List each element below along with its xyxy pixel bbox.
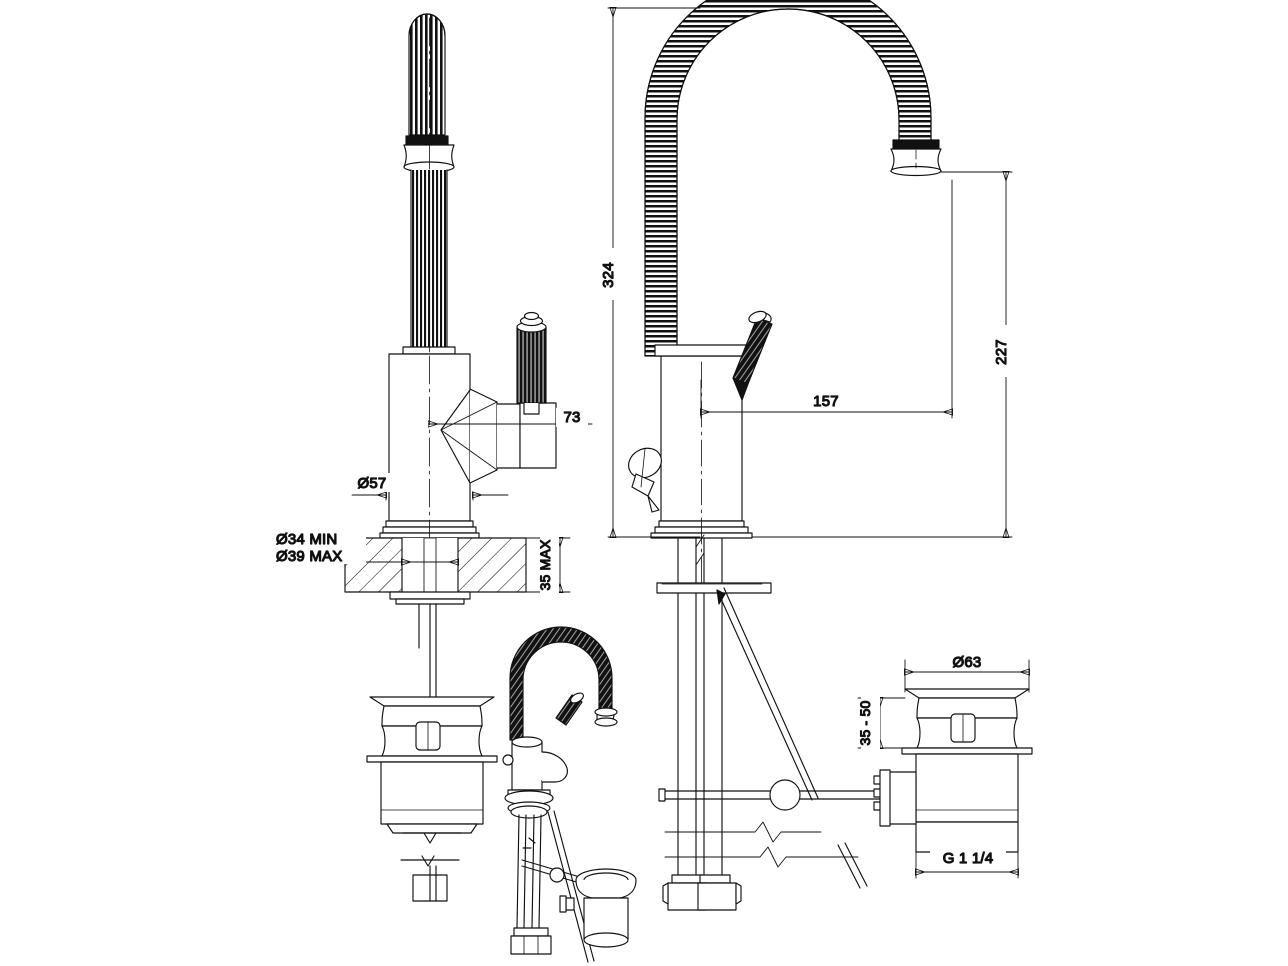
dimension-label-base-diameter: Ø57 [358, 475, 387, 492]
dimension-waste-flange: Ø63 [905, 652, 1029, 693]
handle-front [516, 311, 547, 415]
dimension-deck-thickness: 35 MAX [525, 536, 571, 596]
dimension-waste-range: 35 - 50 [856, 694, 906, 752]
supply-tubes-and-linkage [656, 534, 889, 911]
spout-fluted-column [402, 13, 456, 355]
dimension-spout-reach: 157 [701, 179, 952, 419]
view-front-elevation [344, 13, 557, 701]
dimension-spout-height: 227 [751, 172, 1019, 537]
dimension-label-waste-thread: G 1 1/4 [943, 850, 994, 867]
handle-side [732, 310, 773, 401]
dimension-deck-hole: Ø34 MIN Ø39 MAX [274, 530, 458, 565]
popup-lift-rod-knob [628, 447, 662, 513]
dimension-label-deck-thickness: 35 MAX [537, 539, 553, 590]
valve-body-side [628, 310, 773, 597]
dimension-label-hole-min: Ø34 MIN [276, 531, 337, 548]
deck-section [344, 537, 527, 701]
dimension-handle-offset: 73 [429, 408, 593, 427]
view-waste-detail [873, 688, 1033, 853]
view-product-isometric [502, 626, 637, 963]
dimension-label-spout-height: 227 [993, 339, 1010, 365]
dimension-overall-height: 324 [599, 8, 701, 537]
dimension-label-waste-flange: Ø63 [953, 654, 982, 671]
valve-body-front [379, 17, 557, 597]
dimension-base-diameter: Ø57 [348, 473, 509, 501]
view-side-elevation [628, 0, 942, 911]
waste-pivot-nut [873, 769, 917, 827]
dimension-waste-thread: G 1 1/4 [916, 848, 1018, 879]
dimension-label-spout-reach: 157 [813, 393, 839, 410]
dimension-label-waste-range: 35 - 50 [857, 701, 873, 746]
dimension-label-overall-height: 324 [600, 262, 617, 288]
view-waste-front [366, 696, 498, 902]
dimension-label-handle-offset: 73 [563, 409, 580, 426]
dimension-label-hole-max: Ø39 MAX [276, 548, 342, 565]
gooseneck-spout [644, 0, 942, 357]
